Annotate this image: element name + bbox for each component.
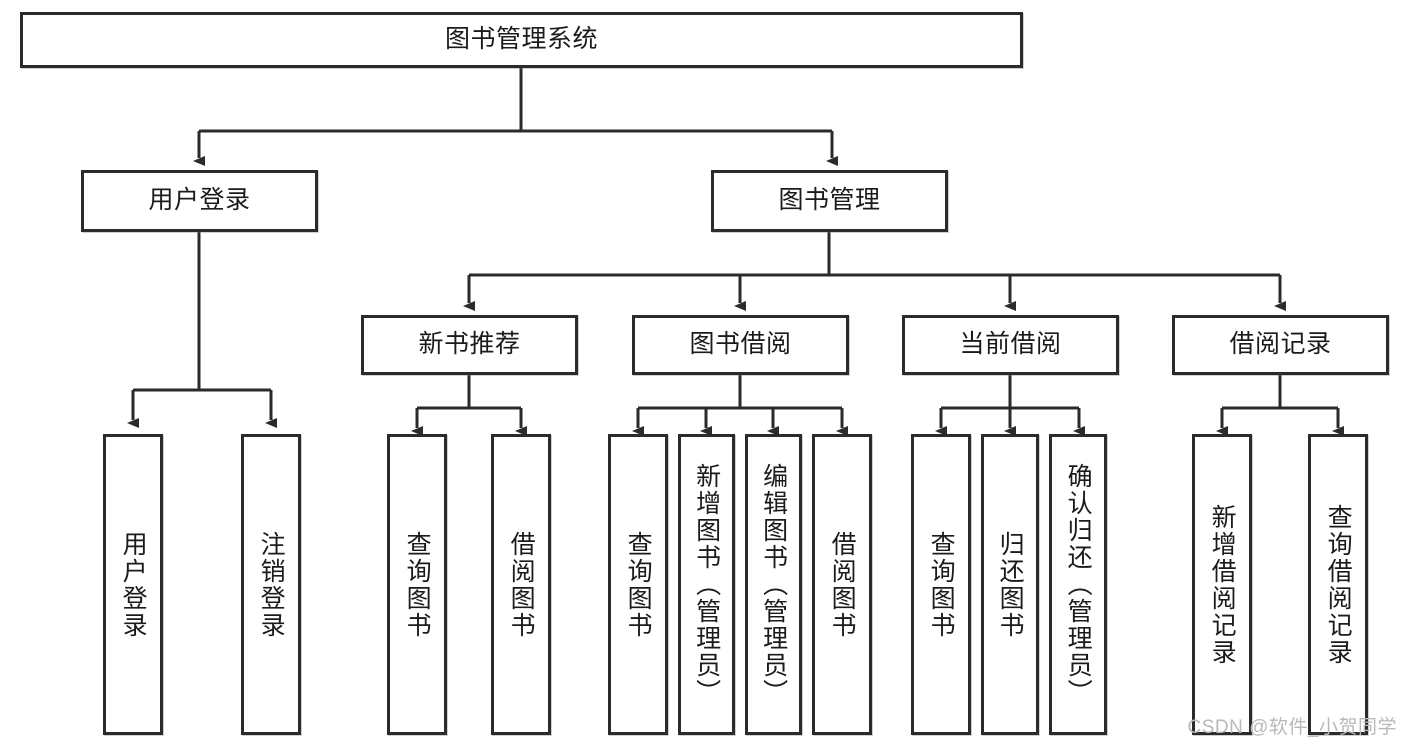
leaf-add-book-admin[interactable]: 新增图书（管理员） bbox=[678, 434, 735, 735]
node-label: 注销登录 bbox=[257, 530, 286, 639]
node-label: 当前借阅 bbox=[959, 330, 1062, 359]
leaf-edit-book-admin[interactable]: 编辑图书（管理员） bbox=[745, 434, 802, 735]
leaf-query-borrow-record[interactable]: 查询借阅记录 bbox=[1308, 434, 1368, 735]
leaf-add-borrow-record[interactable]: 新增借阅记录 bbox=[1192, 434, 1252, 735]
leaf-user-login[interactable]: 用户登录 bbox=[103, 434, 163, 735]
node-label: 新增借阅记录 bbox=[1208, 503, 1237, 666]
node-label: 借阅图书 bbox=[828, 530, 857, 639]
node-label: 确认归还（管理员） bbox=[1064, 463, 1093, 706]
leaf-confirm-return-admin[interactable]: 确认归还（管理员） bbox=[1049, 434, 1107, 735]
node-book-borrow[interactable]: 图书借阅 bbox=[632, 315, 849, 375]
node-root-book-management-system[interactable]: 图书管理系统 bbox=[20, 12, 1023, 68]
node-label: 查询图书 bbox=[403, 530, 432, 639]
node-new-book-recommend[interactable]: 新书推荐 bbox=[361, 315, 578, 375]
node-label: 图书管理系统 bbox=[444, 25, 598, 54]
node-label: 借阅记录 bbox=[1229, 330, 1332, 359]
node-borrow-record[interactable]: 借阅记录 bbox=[1172, 315, 1389, 375]
leaf-query-book-borrow[interactable]: 查询图书 bbox=[608, 434, 668, 735]
leaf-return-book[interactable]: 归还图书 bbox=[981, 434, 1039, 735]
node-book-management[interactable]: 图书管理 bbox=[711, 170, 948, 232]
leaf-borrow-book[interactable]: 借阅图书 bbox=[812, 434, 872, 735]
node-label: 查询图书 bbox=[927, 530, 956, 639]
node-user-login[interactable]: 用户登录 bbox=[81, 170, 318, 232]
node-label: 查询借阅记录 bbox=[1324, 503, 1353, 666]
node-label: 查询图书 bbox=[624, 530, 653, 639]
watermark-text: CSDN @软件_小贺同学 bbox=[1187, 717, 1397, 738]
node-label: 编辑图书（管理员） bbox=[759, 463, 788, 706]
leaf-borrow-book-recommend[interactable]: 借阅图书 bbox=[491, 434, 551, 735]
node-label: 归还图书 bbox=[996, 530, 1025, 639]
node-label: 图书管理 bbox=[778, 186, 881, 215]
leaf-query-book-recommend[interactable]: 查询图书 bbox=[387, 434, 447, 735]
leaf-logout[interactable]: 注销登录 bbox=[241, 434, 301, 735]
node-label: 用户登录 bbox=[148, 186, 251, 215]
node-label: 用户登录 bbox=[119, 530, 148, 639]
node-label: 图书借阅 bbox=[689, 330, 792, 359]
leaf-query-book-current[interactable]: 查询图书 bbox=[911, 434, 971, 735]
node-label: 新书推荐 bbox=[418, 330, 521, 359]
node-label: 新增图书（管理员） bbox=[692, 463, 721, 706]
node-current-borrow[interactable]: 当前借阅 bbox=[902, 315, 1119, 375]
node-label: 借阅图书 bbox=[507, 530, 536, 639]
